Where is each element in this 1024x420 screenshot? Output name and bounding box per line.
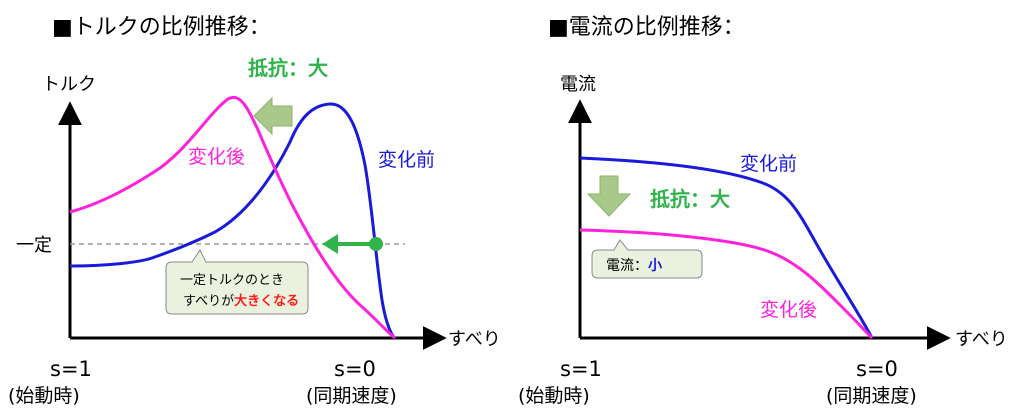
torque-callout-line1: 一定トルクのとき — [180, 273, 284, 288]
torque-curve-before-label: 変化前 — [378, 149, 435, 171]
current-callout-emphasis: 小 — [648, 258, 662, 274]
torque-curve-before — [69, 102, 397, 340]
current-tick-right-value: s=0 — [856, 357, 898, 381]
torque-panel-title: ■トルクの比例推移： — [52, 15, 271, 40]
torque-tick-left-caption: (始動時) — [8, 385, 80, 407]
torque-resistance-label: 抵抗：大 — [248, 56, 328, 80]
current-callout: 電流：小 — [591, 239, 703, 279]
arrow-down-icon — [586, 175, 632, 217]
current-curve-after-label: 変化後 — [760, 299, 817, 321]
circle-marker-icon — [369, 237, 383, 251]
torque-callout-line2: すべりが大きくなる — [183, 293, 299, 309]
current-tick-right-caption: (同期速度) — [826, 385, 917, 407]
arrow-left-icon — [322, 234, 338, 254]
current-callout-text: 電流：小 — [606, 258, 662, 274]
torque-callout: 一定トルクのとき すべりが大きくなる — [165, 249, 309, 315]
current-panel: ■電流の比例推移： 電流 すべり 変化前 変化後 抵抗：大 電流：小 s=1 (… — [518, 15, 1008, 407]
current-tick-left-caption: (始動時) — [518, 385, 590, 407]
current-tick-left-value: s=1 — [560, 357, 602, 381]
torque-callout-prefix: すべりが — [183, 294, 234, 309]
current-y-axis-label: 電流 — [560, 74, 596, 95]
torque-y-axis-label: トルク — [42, 74, 96, 95]
torque-tick-left-value: s=1 — [50, 357, 92, 381]
torque-tick-right-value: s=0 — [334, 357, 376, 381]
current-curve-after — [579, 228, 874, 340]
current-curve-before — [579, 156, 874, 339]
current-callout-prefix: 電流： — [606, 258, 648, 274]
arrow-left-icon — [253, 96, 293, 136]
torque-callout-emphasis: 大きくなる — [234, 293, 299, 309]
current-curve-before-label: 変化前 — [740, 153, 797, 175]
torque-tick-right-caption: (同期速度) — [306, 385, 397, 407]
current-resistance-label: 抵抗：大 — [650, 187, 730, 211]
constant-torque-label: 一定 — [16, 235, 52, 256]
torque-x-axis-label: すべり — [448, 329, 501, 350]
torque-curve-after — [69, 95, 396, 340]
torque-panel: ■トルクの比例推移： トルク すべり 一定 変化前 変化後 抵抗：大 一定トルク… — [8, 15, 501, 407]
current-x-axis-label: すべり — [955, 329, 1008, 350]
current-panel-title: ■電流の比例推移： — [548, 15, 745, 40]
torque-curve-after-label: 変化後 — [188, 146, 245, 168]
